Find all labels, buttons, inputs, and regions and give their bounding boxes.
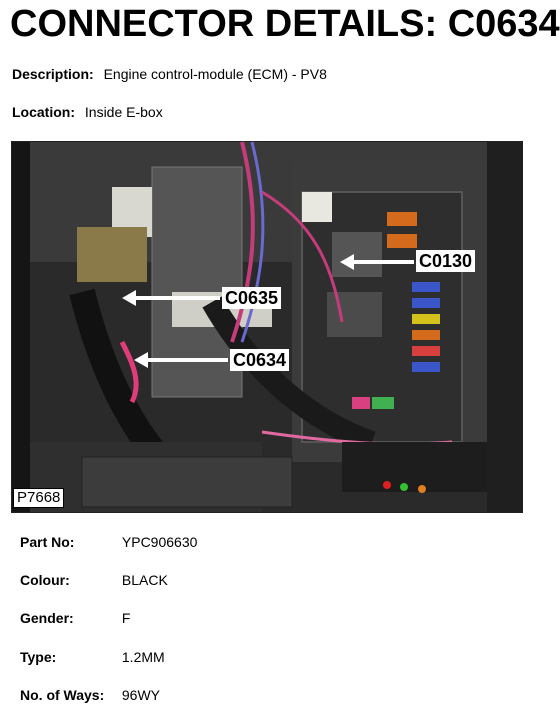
location-label: Location:	[12, 104, 75, 120]
colour-label: Colour:	[20, 572, 70, 588]
c0130-arrow	[340, 254, 414, 270]
description-value: Engine control-module (ECM) - PV8	[103, 66, 327, 82]
type-label: Type:	[20, 649, 57, 665]
detail-row-colour: Colour: BLACK	[20, 572, 168, 588]
detail-row-gender: Gender: F	[20, 610, 130, 626]
photo-reference-label: P7668	[13, 488, 65, 508]
description-row: Description: Engine control-module (ECM)…	[12, 66, 327, 82]
callout-c0635: C0635	[222, 287, 282, 309]
engine-bay-illustration	[12, 141, 522, 512]
page-title: CONNECTOR DETAILS: C0634	[10, 3, 560, 45]
detail-row-type: Type: 1.2MM	[20, 649, 165, 665]
ways-value: 96WY	[121, 687, 161, 703]
callout-c0634: C0634	[230, 349, 290, 371]
gender-value: F	[121, 610, 131, 626]
detail-row-ways: No. of Ways: 96WY	[20, 687, 160, 703]
detail-row-part-no: Part No: YPC906630	[20, 534, 197, 550]
description-label: Description:	[12, 66, 94, 82]
part-no-label: Part No:	[20, 534, 75, 550]
callout-c0130: C0130	[416, 250, 476, 272]
part-no-value: YPC906630	[121, 534, 198, 550]
c0635-arrow	[122, 290, 220, 306]
location-value: Inside E-box	[84, 104, 163, 120]
gender-label: Gender:	[20, 610, 74, 626]
c0634-arrow	[134, 352, 228, 368]
location-row: Location: Inside E-box	[12, 104, 163, 120]
connector-location-photo	[11, 141, 523, 513]
colour-value: BLACK	[121, 572, 168, 588]
ways-label: No. of Ways:	[20, 687, 105, 703]
type-value: 1.2MM	[121, 649, 165, 665]
